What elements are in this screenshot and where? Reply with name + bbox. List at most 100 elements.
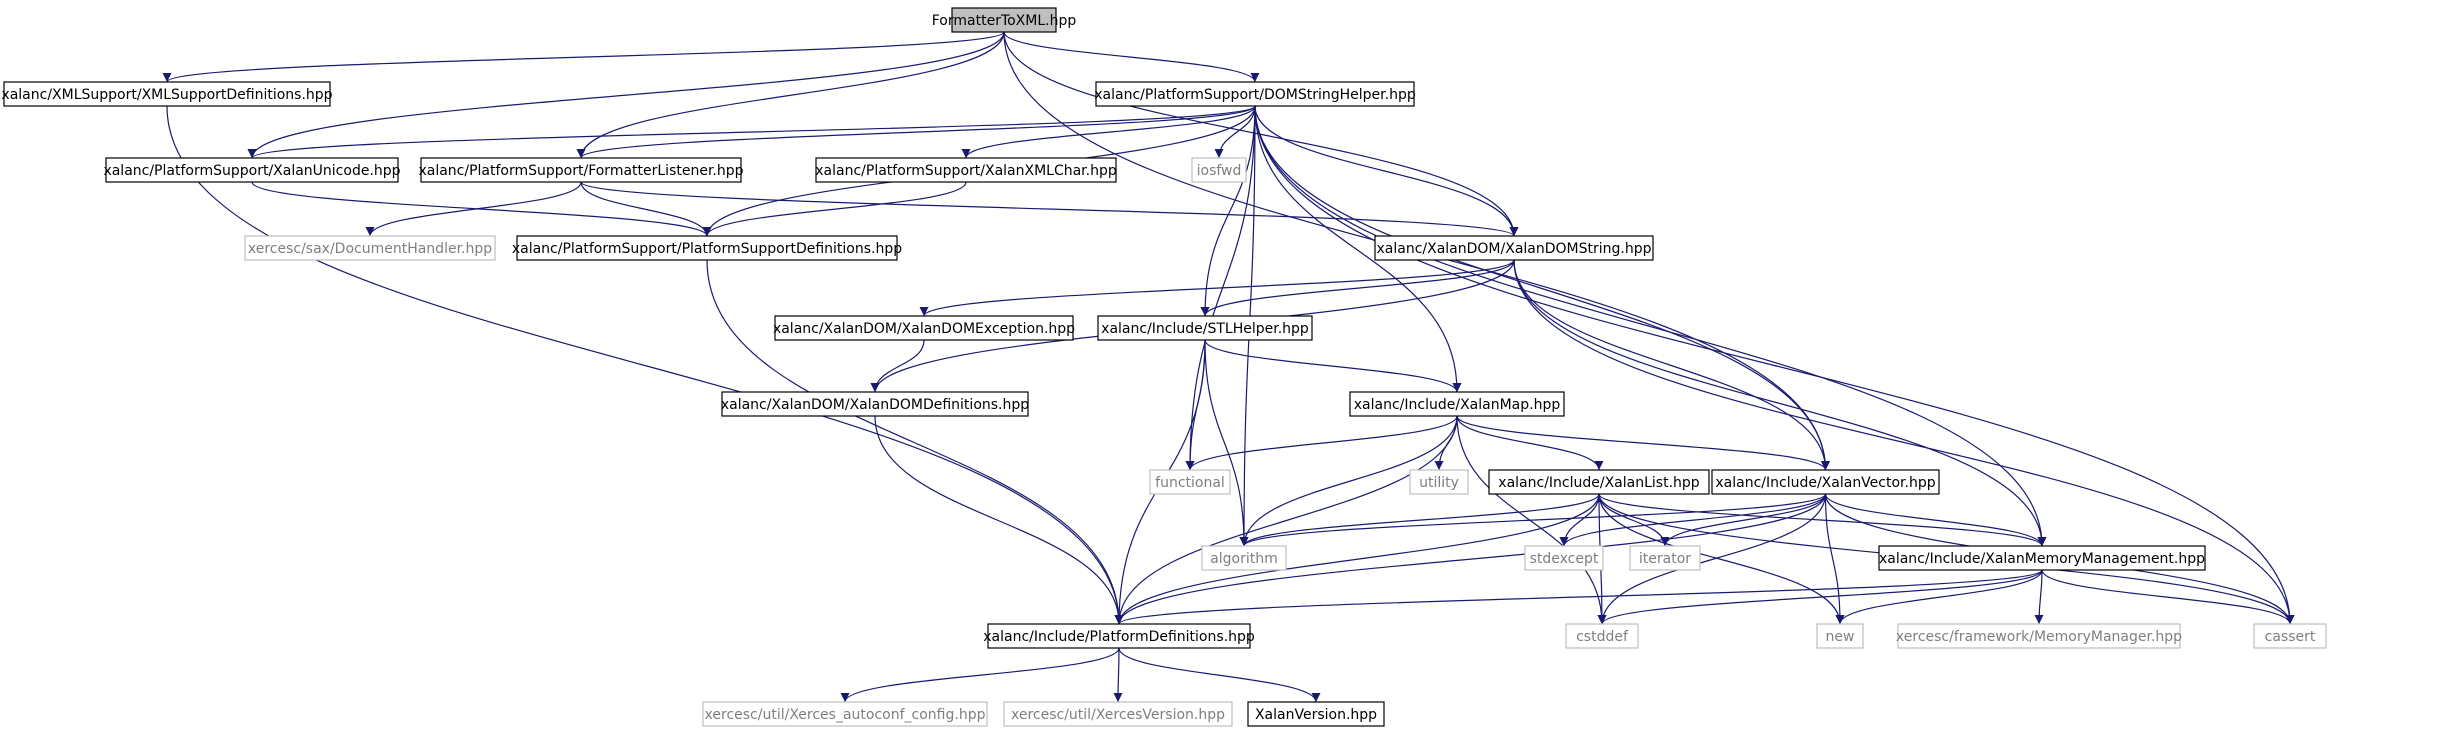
node-box [1349,391,1565,417]
edge-xdomstring-to-xmemmgmt [1513,259,2047,547]
node-xmlchar[interactable]: xalanc/PlatformSupport/XalanXMLChar.hpp [815,157,1117,183]
edge-xdomexc-to-xdomdefs [870,339,925,393]
node-box [1897,623,2181,649]
node-cstddef: cstddef [1565,623,1639,649]
edge-xmlsupdef-to-platdefs [166,105,1124,625]
edge-domsh-to-xmemmgmt [1254,105,2047,547]
node-label: xalanc/PlatformSupport/PlatformSupportDe… [512,241,902,257]
edge-domsh-to-xmlchar [961,105,1256,159]
node-label: xercesc/util/Xerces_autoconf_config.hpp [705,707,986,723]
node-label: xalanc/Include/PlatformDefinitions.hpp [983,629,1255,645]
node-label: xalanc/XalanDOM/XalanDOMString.hpp [1377,241,1652,257]
node-new: new [1816,623,1864,649]
edge-platdefs-to-xercesver [1113,647,1123,703]
node-label: xalanc/XalanDOM/XalanDOMException.hpp [773,321,1075,337]
node-label: iosfwd [1197,163,1242,179]
node-label: XalanVersion.hpp [1255,707,1377,723]
node-xdomstring[interactable]: xalanc/XalanDOM/XalanDOMString.hpp [1374,235,1654,261]
node-box [3,81,331,107]
node-label: algorithm [1210,551,1278,567]
edge-xdomstring-to-stlhelper [1200,259,1515,317]
node-label: xalanc/PlatformSupport/DOMStringHelper.h… [1094,87,1416,103]
edge-root-to-domsh [1003,31,1260,83]
edge-domsh-to-xvector [1254,105,1830,471]
node-label: utility [1419,475,1459,491]
node-box [1149,469,1231,495]
node-xdomdefs[interactable]: xalanc/XalanDOM/XalanDOMDefinitions.hpp [721,391,1029,417]
edge-xvector-to-cstddef [1597,493,1827,625]
node-label: FormatterToXML.hpp [932,13,1077,29]
edge-xmemmgmt-to-cstddef [1597,569,2043,625]
node-box [815,157,1117,183]
edge-xvector-to-stdexcept [1559,493,1827,547]
node-xmlsupdef[interactable]: xalanc/XMLSupport/XMLSupportDefinitions.… [1,81,333,107]
node-xvector[interactable]: xalanc/Include/XalanVector.hpp [1711,469,1940,495]
edge-xmap-to-xlist [1456,415,1604,471]
node-xmemmgmt[interactable]: xalanc/Include/XalanMemoryManagement.hpp [1878,545,2206,571]
edge-xdomstring-to-xdomexc [919,259,1515,317]
node-box [2253,623,2327,649]
node-cassert: cassert [2253,623,2327,649]
edge-platdefs-to-autoconf [840,647,1120,703]
node-xmap[interactable]: xalanc/Include/XalanMap.hpp [1349,391,1565,417]
edge-root-to-fmtlist [576,31,1005,159]
node-platdefs[interactable]: xalanc/Include/PlatformDefinitions.hpp [983,623,1255,649]
node-box [1095,81,1415,107]
edge-xlist-to-algorithm [1239,493,1600,547]
edge-xdomstring-to-cassert [1513,259,2295,625]
edge-xdomstring-to-xvector [1513,259,1830,471]
node-label: xalanc/PlatformSupport/XalanUnicode.hpp [103,163,400,179]
node-box [1191,157,1247,183]
node-label: xalanc/XMLSupport/XMLSupportDefinitions.… [1,87,332,103]
node-label: cstddef [1576,629,1629,645]
node-stlhelper[interactable]: xalanc/Include/STLHelper.hpp [1097,315,1313,341]
edge-xvector-to-algorithm [1239,493,1827,547]
edge-xlist-to-xmemmgmt [1598,493,2047,547]
node-xunicode[interactable]: xalanc/PlatformSupport/XalanUnicode.hpp [103,157,401,183]
edge-xvector-to-iterator [1660,493,1827,547]
edge-xmap-to-platdefs [1114,415,1458,625]
node-label: new [1826,629,1855,645]
node-autoconf: xercesc/util/Xerces_autoconf_config.hpp [702,701,988,727]
node-box [951,7,1057,33]
node-box [774,315,1074,341]
node-box [1374,235,1654,261]
node-box [1247,701,1385,727]
node-xlist[interactable]: xalanc/Include/XalanList.hpp [1488,469,1710,495]
node-dochandler: xercesc/sax/DocumentHandler.hpp [244,235,496,261]
node-label: xercesc/util/XercesVersion.hpp [1011,707,1225,723]
node-iosfwd: iosfwd [1191,157,1247,183]
edge-fmtlist-to-psdefs [580,181,712,237]
node-label: xalanc/Include/XalanMemoryManagement.hpp [1879,551,2205,567]
node-label: xercesc/framework/MemoryManager.hpp [1896,629,2182,645]
node-iterator: iterator [1629,545,1701,571]
node-xdomexc[interactable]: xalanc/XalanDOM/XalanDOMException.hpp [773,315,1075,341]
node-algorithm: algorithm [1201,545,1287,571]
node-box [1003,701,1233,727]
edge-xmemmgmt-to-new [1835,569,2043,625]
node-box [1524,545,1604,571]
edge-fmtlist-to-dochandler [365,181,582,237]
node-xalanver[interactable]: XalanVersion.hpp [1247,701,1385,727]
edge-xmlchar-to-psdefs [702,181,967,237]
node-box [516,235,898,261]
node-psdefs[interactable]: xalanc/PlatformSupport/PlatformSupportDe… [512,235,902,261]
edge-xvector-to-new [1824,493,1845,625]
node-domsh[interactable]: xalanc/PlatformSupport/DOMStringHelper.h… [1094,81,1416,107]
node-label: xalanc/PlatformSupport/XalanXMLChar.hpp [815,163,1117,179]
edge-xlist-to-iterator [1598,493,1670,547]
node-stdexcept: stdexcept [1524,545,1604,571]
node-box [420,157,742,183]
node-fmtlist[interactable]: xalanc/PlatformSupport/FormatterListener… [418,157,744,183]
edge-stlhelper-to-xmap [1204,339,1462,393]
node-box [987,623,1251,649]
node-box [721,391,1029,417]
node-box [1711,469,1940,495]
edge-xvector-to-platdefs [1114,493,1827,625]
edge-xmemmgmt-to-cassert [2041,569,2295,625]
node-box [1816,623,1864,649]
node-box [244,235,496,261]
edge-layer [162,31,2295,703]
node-label: xalanc/XalanDOM/XalanDOMDefinitions.hpp [721,397,1029,413]
